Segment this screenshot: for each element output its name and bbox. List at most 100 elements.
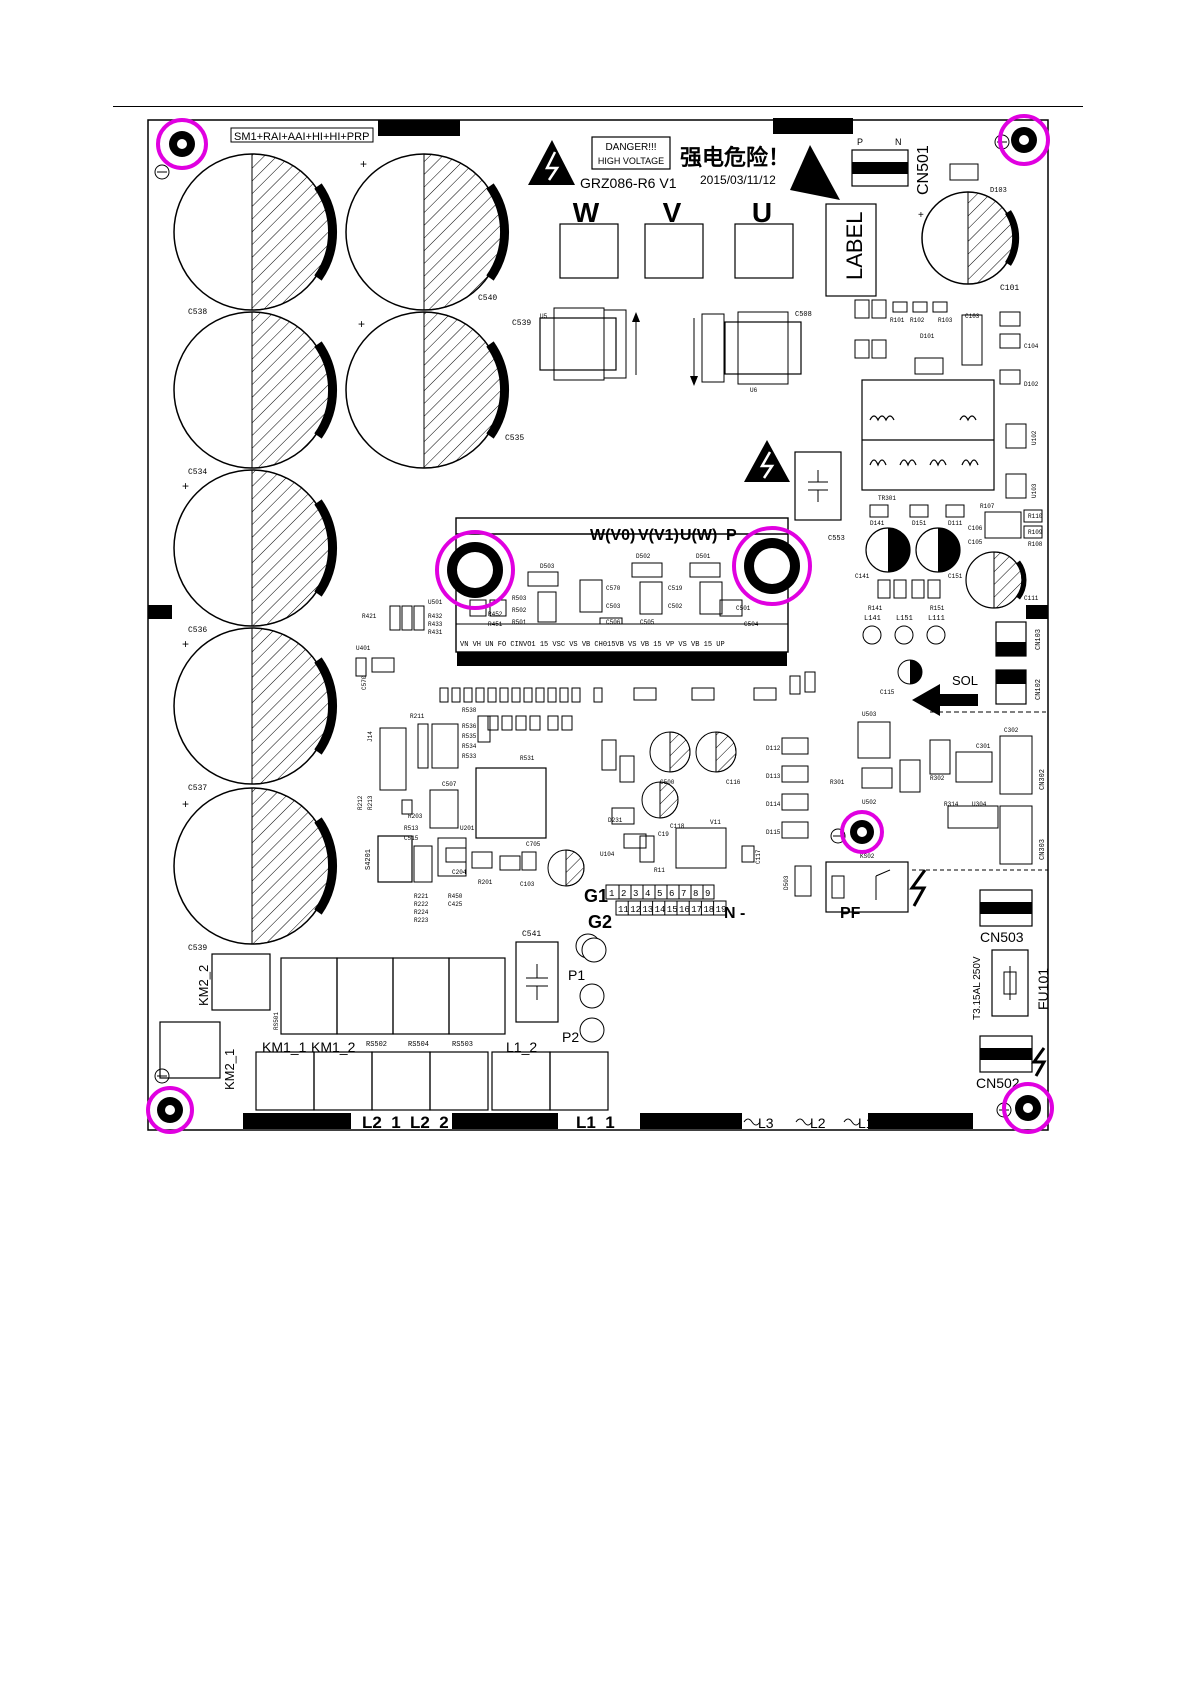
mounting-hole-highlight (1002, 1082, 1054, 1134)
r223-label: R223 (414, 917, 429, 924)
c141-label: C141 (855, 573, 870, 580)
r433-label: R433 (428, 621, 443, 628)
c505-label: C505 (640, 619, 655, 626)
smd-cluster-bottom-left (413, 845, 537, 883)
capacitor-c500 (649, 731, 691, 773)
cn502-label: CN502 (976, 1075, 1020, 1091)
c536-label: C536 (188, 626, 207, 635)
fu101-label: FU101 (1035, 968, 1051, 1010)
module-pin-u: U(W) (680, 527, 717, 544)
r533-label: R533 (462, 753, 477, 760)
c115-label: C115 (880, 689, 895, 696)
l151-label: L151 (896, 615, 913, 623)
c103b-label: C103 (965, 313, 980, 320)
c553-label: C553 (828, 535, 845, 543)
g1-label: G1 (584, 886, 608, 906)
pin-number: 9 (705, 889, 710, 899)
cn501-p-pin: P (857, 137, 863, 147)
mounting-hole-highlight (840, 810, 884, 854)
r302-label: R302 (930, 775, 945, 782)
svg-text:+: + (182, 797, 189, 811)
transformer-windings (862, 415, 994, 467)
test-pad-p2 (579, 1017, 605, 1043)
km2-2-label: KM2_2 (196, 965, 211, 1006)
smd-cluster-center (601, 739, 755, 869)
cn303-label: CN303 (1039, 839, 1047, 860)
capacitor-c118 (641, 781, 679, 819)
test-pad-p1 (579, 983, 605, 1009)
cn501-label: CN501 (915, 145, 932, 195)
l1-label: L1 (858, 1115, 874, 1131)
l3-label: L3 (758, 1115, 774, 1131)
d151-label: D151 (912, 520, 927, 527)
r212-label: R212 (357, 795, 364, 810)
c301-label: C301 (976, 743, 991, 750)
pin-strip (605, 884, 727, 916)
phase-v-pad (644, 223, 704, 279)
j14-connector (379, 727, 407, 791)
c538-label: C538 (188, 308, 207, 317)
r452-label: R452 (488, 611, 503, 618)
r211-label: R211 (410, 713, 425, 720)
c534-label: C534 (188, 468, 207, 477)
module-pin-p: P (726, 527, 737, 544)
d115-label: D115 (766, 829, 781, 836)
sol-arrow-icon (912, 684, 978, 716)
terminal-km2-2 (211, 953, 271, 1011)
svg-text:+: + (182, 637, 189, 651)
c519-label: C519 (668, 585, 683, 592)
g2-label: G2 (588, 912, 612, 932)
r213-label: R213 (367, 795, 374, 810)
c539s-label: C539 (512, 319, 531, 328)
r108-label: R108 (1028, 541, 1043, 548)
pin-number: 5 (657, 889, 662, 899)
bulk-capacitor: + (173, 469, 338, 627)
r502-label: R502 (512, 607, 527, 614)
esd-warning-icon (790, 145, 840, 200)
c539-label: C539 (188, 944, 207, 953)
r221-label: R221 (414, 893, 429, 900)
bulk-capacitor (173, 153, 338, 311)
u503-label: U503 (862, 711, 877, 718)
c570-label: C570 (606, 585, 621, 592)
c116-label: C116 (726, 779, 741, 786)
cn501-n-pin: N (895, 137, 902, 147)
relay-pf (825, 861, 909, 913)
switch-s4201 (377, 835, 413, 883)
lightning-icon (1031, 1047, 1047, 1077)
c101-label: C101 (1000, 284, 1019, 293)
c540-label: C540 (478, 294, 497, 303)
d103-label: D103 (990, 187, 1007, 195)
r314-label: R314 (944, 801, 959, 808)
fuse-fu101 (991, 949, 1029, 1017)
c111-label: C111 (1024, 595, 1039, 602)
km1-2-label: KM1_2 (311, 1039, 356, 1055)
phase-v-label: V (663, 197, 682, 228)
diode-column (781, 737, 809, 839)
u201-label: U201 (460, 825, 475, 832)
danger-text: DANGER!!! (605, 142, 656, 153)
pf-label: PF (840, 905, 861, 922)
module-pin-w: W(V0) (590, 527, 635, 544)
screw-icon (154, 134, 1012, 1118)
r224-label: R224 (414, 909, 429, 916)
c535-label: C535 (505, 434, 524, 443)
capacitor-c553 (794, 451, 842, 521)
n-minus-label: N - (724, 905, 745, 922)
test-pad-p1-top (581, 937, 607, 963)
module-smd-parts (469, 562, 743, 625)
c504-label: C504 (744, 621, 759, 628)
s4201-label: S4201 (365, 849, 373, 870)
cn503-label: CN503 (980, 929, 1024, 945)
r513-label: R513 (404, 825, 419, 832)
fuse-rating-label: T3.15AL 250V (972, 956, 983, 1020)
pin-number: 2 (621, 889, 626, 899)
c104-label: C104 (1024, 343, 1039, 350)
r203-label: R203 (408, 813, 423, 820)
label-box (825, 203, 877, 297)
resistor-rows (439, 671, 816, 731)
r201-label: R201 (478, 879, 493, 886)
r534-label: R534 (462, 743, 477, 750)
lightning-icon (909, 869, 927, 907)
